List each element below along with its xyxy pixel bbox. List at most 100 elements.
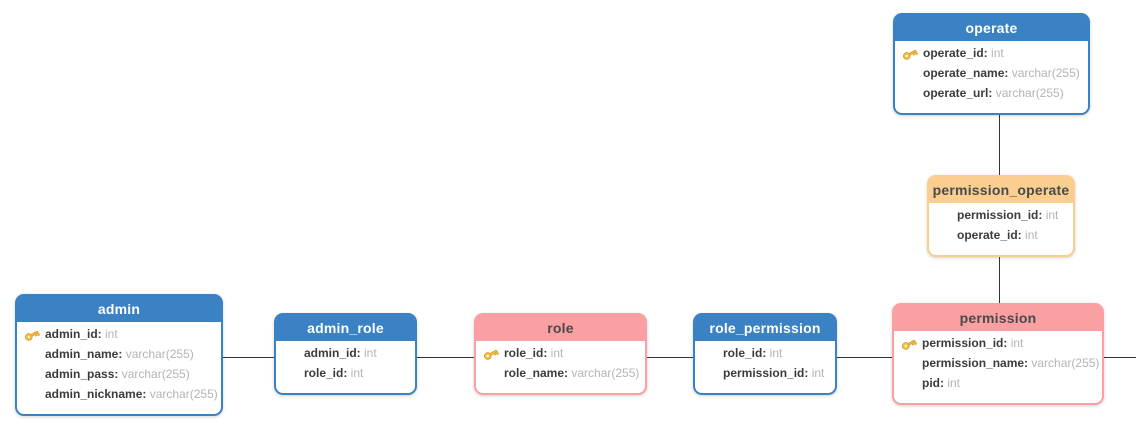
field-type: int — [101, 327, 118, 341]
table-header[interactable]: role_permission — [695, 315, 835, 341]
field-name: role_id: — [504, 346, 548, 360]
field-name: permission_id: — [723, 366, 809, 380]
table-field-row[interactable]: admin_name: varchar(255) — [17, 344, 221, 364]
field-name: operate_url: — [923, 86, 993, 100]
table-header[interactable]: admin_role — [276, 315, 415, 341]
field-icon-slot — [901, 356, 918, 370]
field-icon-slot — [902, 86, 919, 100]
field-icon-slot — [702, 366, 719, 380]
field-name: role_id: — [304, 366, 348, 380]
primary-key-icon — [902, 46, 919, 60]
field-name: permission_id: — [922, 336, 1008, 350]
field-name: permission_id: — [957, 208, 1043, 222]
table-field-row[interactable]: admin_id: int — [276, 343, 415, 363]
field-icon-slot — [902, 66, 919, 80]
table-header[interactable]: role — [476, 315, 645, 341]
table-field-row[interactable]: permission_id: int — [695, 363, 835, 383]
connector-role-permission-permission[interactable] — [834, 357, 896, 358]
field-type: int — [944, 376, 961, 390]
primary-key-icon — [483, 346, 500, 360]
table-field-row[interactable]: admin_pass: varchar(255) — [17, 364, 221, 384]
field-name: pid: — [922, 376, 944, 390]
table-field-row[interactable]: operate_id: int — [929, 225, 1073, 245]
table-field-row[interactable]: permission_id: int — [894, 333, 1102, 353]
field-name: admin_id: — [304, 346, 361, 360]
table-field-row[interactable]: permission_name: varchar(255) — [894, 353, 1102, 373]
field-type: int — [1042, 208, 1059, 222]
field-icon-slot — [24, 367, 41, 381]
field-type: int — [987, 46, 1004, 60]
field-type: varchar(255) — [1028, 356, 1100, 370]
field-name: admin_pass: — [45, 367, 119, 381]
field-type: varchar(255) — [146, 387, 218, 401]
field-name: permission_name: — [922, 356, 1029, 370]
table-field-row[interactable]: permission_id: int — [929, 205, 1073, 225]
table-field-row[interactable]: role_id: int — [476, 343, 645, 363]
field-icon-slot — [24, 347, 41, 361]
field-type: int — [808, 366, 825, 380]
field-icon-slot — [283, 366, 300, 380]
connector-operate-permission-operate[interactable] — [999, 112, 1000, 178]
table-field-row[interactable]: admin_nickname: varchar(255) — [17, 384, 221, 404]
connector-permission-offcanvas[interactable] — [1101, 357, 1136, 358]
field-type: int — [766, 346, 783, 360]
connector-permission-operate-permission[interactable] — [999, 254, 1000, 306]
table-header[interactable]: permission_operate — [929, 177, 1073, 203]
table-header[interactable]: permission — [894, 305, 1102, 331]
field-type: int — [1007, 336, 1024, 350]
field-type: varchar(255) — [122, 347, 194, 361]
connector-role-role-permission[interactable] — [644, 357, 696, 358]
field-type: int — [1021, 228, 1038, 242]
field-icon-slot — [936, 228, 953, 242]
table-field-row[interactable]: role_id: int — [695, 343, 835, 363]
field-name: operate_id: — [957, 228, 1022, 242]
field-type: varchar(255) — [992, 86, 1064, 100]
field-type: varchar(255) — [568, 366, 640, 380]
field-name: admin_id: — [45, 327, 102, 341]
field-icon-slot — [901, 376, 918, 390]
field-icon-slot — [283, 346, 300, 360]
table-field-row[interactable]: role_id: int — [276, 363, 415, 383]
primary-key-icon — [24, 327, 41, 341]
connector-admin-role-role[interactable] — [414, 357, 478, 358]
field-name: admin_nickname: — [45, 387, 147, 401]
table-field-row[interactable]: operate_name: varchar(255) — [895, 63, 1088, 83]
table-header[interactable]: operate — [895, 15, 1088, 41]
field-icon-slot — [483, 366, 500, 380]
field-type: varchar(255) — [1008, 66, 1080, 80]
field-icon-slot — [24, 387, 41, 401]
table-header[interactable]: admin — [17, 296, 221, 322]
field-type: int — [347, 366, 364, 380]
primary-key-icon — [901, 336, 918, 350]
field-name: role_id: — [723, 346, 767, 360]
field-name: operate_name: — [923, 66, 1009, 80]
connector-admin-admin-role[interactable] — [220, 357, 278, 358]
table-field-row[interactable]: pid: int — [894, 373, 1102, 393]
table-field-row[interactable]: role_name: varchar(255) — [476, 363, 645, 383]
field-name: operate_id: — [923, 46, 988, 60]
field-name: admin_name: — [45, 347, 123, 361]
field-type: varchar(255) — [118, 367, 190, 381]
field-type: int — [360, 346, 377, 360]
field-name: role_name: — [504, 366, 569, 380]
table-field-row[interactable]: admin_id: int — [17, 324, 221, 344]
table-field-row[interactable]: operate_url: varchar(255) — [895, 83, 1088, 103]
table-field-row[interactable]: operate_id: int — [895, 43, 1088, 63]
field-icon-slot — [936, 208, 953, 222]
field-icon-slot — [702, 346, 719, 360]
